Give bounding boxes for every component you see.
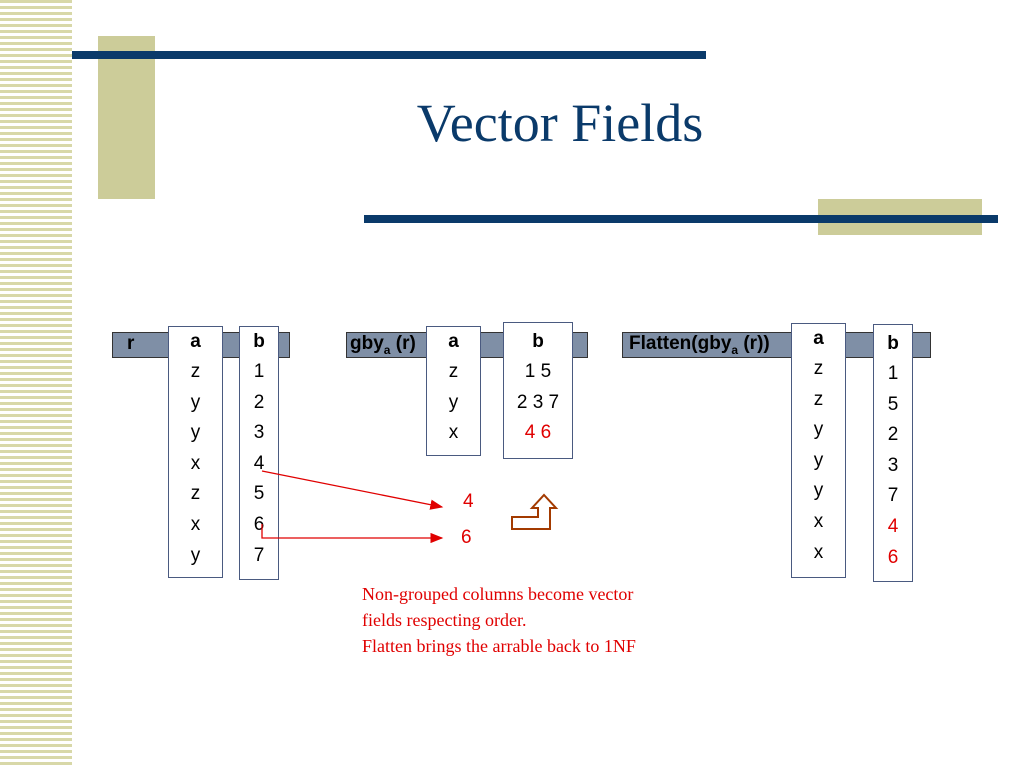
table-cell: x [190,452,201,474]
up-turn-arrow-icon [511,493,559,530]
table-cell: 5 [253,483,265,505]
table-flatten-column-a: a z z y y y x x [791,323,846,578]
table-cell: 3 [887,454,899,476]
table-flatten-column-b: b 1 5 2 3 7 4 6 [873,324,913,582]
table-cell: 1 5 [524,361,552,382]
table-cell: 7 [253,544,265,566]
table-cell-highlight: 6 [887,546,899,568]
note-line: Non-grouped columns become vector [362,584,634,604]
table-cell: 2 [253,391,265,413]
table-cell: y [190,422,201,444]
column-header: a [813,328,824,349]
table-cell: x [448,422,459,444]
table-r-label: r [127,333,135,354]
table-flatten-label: Flatten(gbya (r)) [629,333,770,357]
label-tail: (r) [390,333,416,354]
label-main: gby [350,333,384,354]
slide-title: Vector Fields [416,93,704,153]
table-cell: z [190,483,201,505]
table-cell: y [190,391,201,413]
arrow-six-to-vector [261,524,444,544]
table-cell: y [813,419,824,441]
column-header: b [253,331,265,352]
label-main: Flatten(gby [629,333,732,354]
table-cell: 2 3 7 [516,391,560,413]
table-cell-highlight: 4 6 [524,422,552,444]
arrow-four-to-vector [261,470,444,510]
vector-value-six: 6 [461,527,472,548]
table-cell: x [190,513,201,535]
table-cell: 5 [887,393,899,415]
column-header: a [190,331,201,352]
table-cell: x [813,541,824,563]
table-cell: y [190,544,201,566]
table-cell: 7 [887,485,899,507]
table-gby-column-a: a z y x [426,326,481,456]
table-cell: z [813,388,824,410]
table-cell: 2 [887,424,899,446]
label-subscript: a [731,342,739,357]
column-header: a [448,331,459,352]
table-cell: 1 [253,361,265,382]
label-subscript: a [383,342,391,357]
title-bar-bottom [364,215,998,223]
table-cell: 3 [253,422,265,444]
title-bar-top [72,51,706,59]
title-accent-block-top [98,36,155,199]
table-cell: 4 [253,452,265,474]
table-cell: 1 [887,363,899,384]
table-cell: y [448,391,459,413]
table-gby-label: gbya (r) [350,333,416,357]
vector-value-four: 4 [463,491,474,512]
column-header: b [887,333,899,354]
left-stripe-decoration [0,0,72,768]
note-line: fields respecting order. [362,610,527,630]
table-r-column-a: a z y y x z x y [168,326,223,578]
table-cell: z [813,358,824,379]
table-cell: z [448,361,459,382]
explanation-note: Non-grouped columns become vector fields… [362,581,722,659]
column-header: b [532,331,544,352]
table-cell: y [813,480,824,502]
label-tail: (r)) [738,333,770,354]
note-line: Flatten brings the arrable back to 1NF [362,636,636,656]
table-cell: 6 [253,513,265,535]
table-cell: x [813,510,824,532]
table-cell: y [813,449,824,471]
table-cell-highlight: 4 [887,515,899,537]
table-cell: z [190,361,201,382]
table-gby-column-b: b 1 5 2 3 7 4 6 [503,322,573,459]
